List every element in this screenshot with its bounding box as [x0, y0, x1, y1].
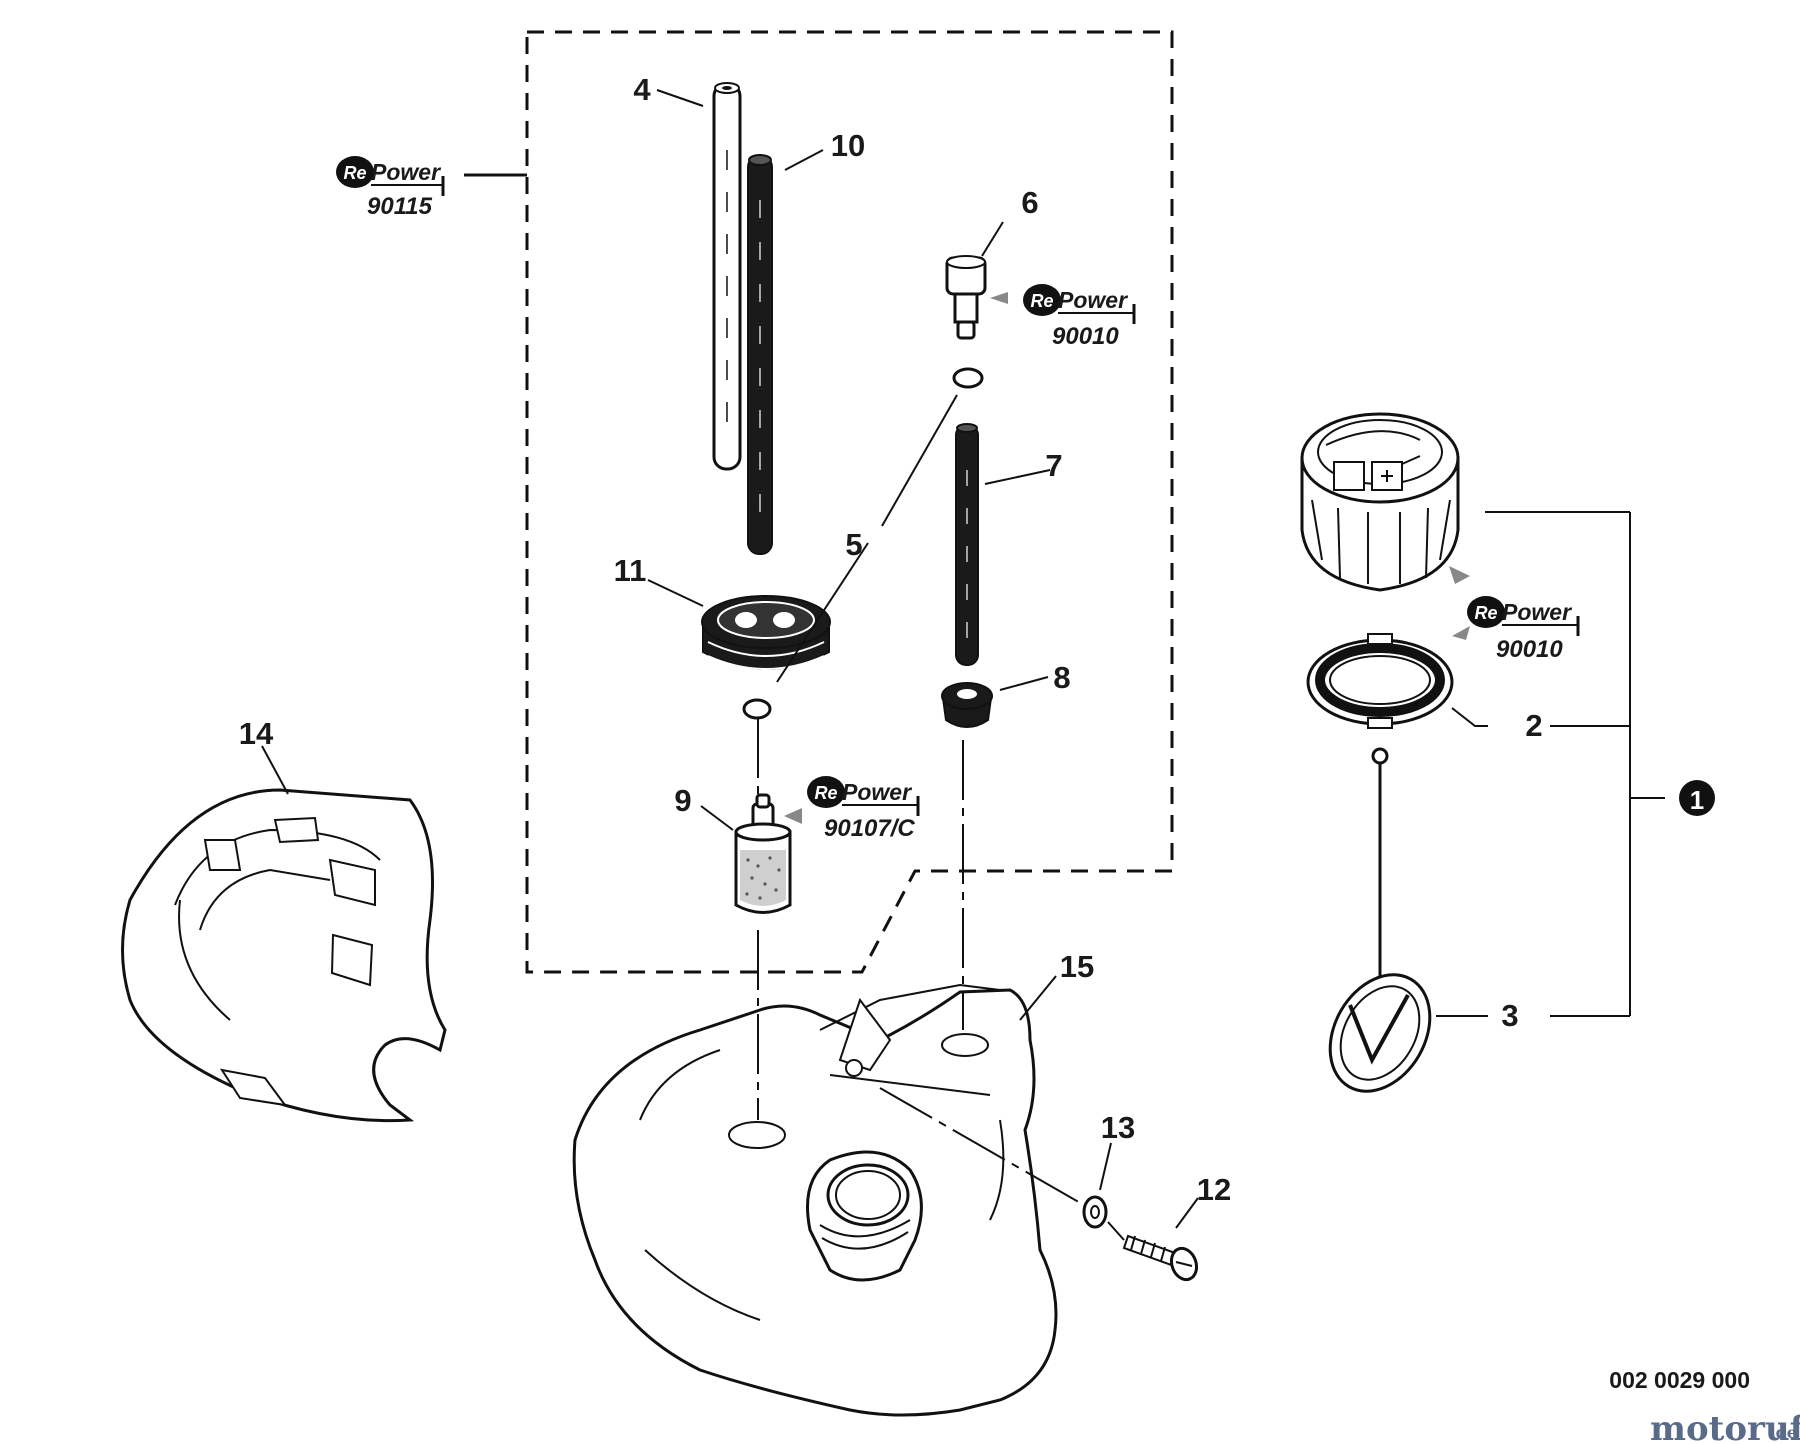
leader-lines [261, 89, 1665, 1241]
part-number-labels: 4 10 6 7 5 11 8 9 14 15 13 12 2 3 [239, 72, 1543, 1207]
assembly-1-callout: 1 [1679, 780, 1715, 816]
svg-text:Power: Power [1058, 287, 1128, 313]
svg-text:90010: 90010 [1052, 323, 1119, 350]
repower-tag-a: Re Power 90115 [336, 156, 445, 220]
part-10-fuel-line [747, 154, 773, 555]
part-4-fuel-line [712, 82, 742, 471]
label-8: 8 [1053, 660, 1070, 695]
part-2-retainer-ring [1306, 633, 1454, 729]
label-9: 9 [674, 783, 691, 818]
part-3-tether [1328, 747, 1432, 1093]
svg-text:.de: .de [1770, 1423, 1797, 1442]
kit-dashed-boundary [525, 30, 1174, 974]
part-5-o-ring-upper [952, 367, 984, 389]
part-5-o-ring-lower [742, 698, 772, 720]
label-13: 13 [1101, 1110, 1135, 1145]
label-11: 11 [614, 553, 647, 588]
part-8-grommet [941, 682, 993, 728]
label-1: 1 [1690, 785, 1704, 815]
svg-text:90115: 90115 [367, 193, 433, 220]
svg-text:Power: Power [1502, 599, 1572, 625]
svg-text:Re: Re [1030, 291, 1053, 311]
label-6: 6 [1021, 185, 1038, 220]
repower-tag-b: Re Power 90010 [1023, 284, 1136, 350]
drawing-number: 002 0029 000 [1609, 1367, 1750, 1393]
label-5: 5 [845, 527, 862, 562]
label-12: 12 [1197, 1172, 1231, 1207]
part-13-washer [1082, 1195, 1108, 1229]
part-15-fuel-tank [572, 983, 1058, 1417]
svg-text:90010: 90010 [1496, 636, 1563, 663]
label-3: 3 [1501, 998, 1518, 1033]
svg-text:Power: Power [371, 159, 441, 185]
label-15: 15 [1060, 949, 1094, 984]
svg-text:motoruf: motoruf [1650, 1409, 1800, 1444]
part-9-fuel-filter [734, 793, 792, 914]
svg-text:Re: Re [814, 783, 837, 803]
repower-tag-c: Re Power 90010 [1467, 596, 1580, 663]
label-2: 2 [1525, 708, 1542, 743]
svg-text:Power: Power [842, 779, 912, 805]
part-12-screw [1122, 1234, 1199, 1282]
label-10: 10 [831, 128, 865, 163]
repower-tag-d: Re Power 90107/C [807, 776, 920, 842]
part-14-tank-shield [121, 788, 447, 1123]
label-7: 7 [1045, 448, 1062, 483]
svg-text:Re: Re [1474, 603, 1497, 623]
part-1-fuel-cap [1300, 412, 1460, 592]
label-4: 4 [633, 72, 651, 107]
svg-text:Re: Re [343, 163, 366, 183]
part-11-grommet [701, 595, 831, 670]
svg-text:90107/C: 90107/C [824, 815, 915, 842]
repower-arrows [784, 292, 1470, 824]
label-14: 14 [239, 716, 274, 751]
watermark-logo: motoruf .de [1650, 1409, 1800, 1444]
part-6-fitting [945, 255, 987, 340]
part-7-hose [955, 423, 979, 666]
